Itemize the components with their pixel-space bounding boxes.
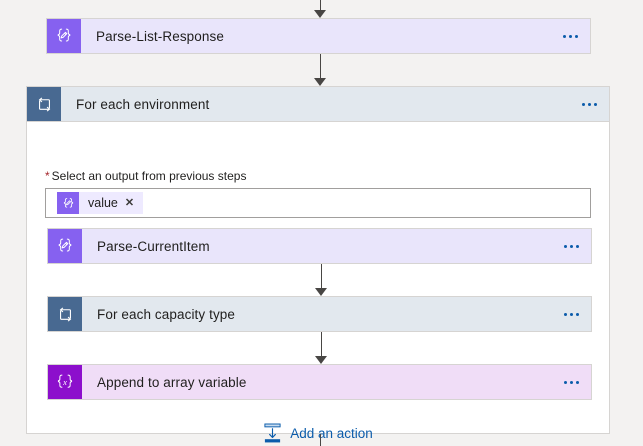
action-card-for-each-environment[interactable]: For each environment — [26, 86, 610, 122]
foreach-environment-body: *Select an output from previous steps va… — [27, 123, 609, 443]
ellipsis-dot — [569, 380, 573, 384]
ellipsis-dot — [568, 34, 572, 38]
connector-arrow-to-foreach-capacity — [314, 264, 328, 296]
ellipsis-dot — [569, 244, 573, 248]
foreach-loop-icon — [27, 87, 61, 121]
ellipsis-dot — [581, 102, 585, 106]
token-label: value — [88, 196, 118, 210]
select-output-label: *Select an output from previous steps — [45, 169, 591, 184]
more-commands-button[interactable] — [569, 87, 609, 121]
ellipsis-dot — [575, 380, 579, 384]
ellipsis-dot — [563, 244, 567, 248]
ellipsis-dot — [562, 34, 566, 38]
ellipsis-dot — [575, 312, 579, 316]
connector-stem — [320, 332, 322, 357]
connector-arrow-top — [313, 0, 327, 18]
action-card-title: Parse-CurrentItem — [97, 238, 210, 254]
more-commands-button[interactable] — [551, 297, 591, 331]
connector-arrowhead — [315, 288, 327, 296]
ellipsis-dot — [569, 312, 573, 316]
parse-json-icon — [47, 19, 81, 53]
action-card-for-each-capacity-type[interactable]: For each capacity type — [47, 296, 592, 332]
action-card-title: Parse-List-Response — [96, 28, 224, 44]
add-an-action-button[interactable]: Add an action — [27, 423, 609, 444]
parse-json-icon — [57, 192, 79, 214]
parse-json-icon — [48, 229, 82, 263]
ellipsis-dot — [575, 244, 579, 248]
connector-arrowhead — [315, 356, 327, 364]
connector-arrow-to-append-variable — [314, 332, 328, 364]
action-card-parse-currentitem[interactable]: Parse-CurrentItem — [47, 228, 592, 264]
more-commands-button[interactable] — [551, 365, 591, 399]
variable-icon: x — [48, 365, 82, 399]
add-an-action-label: Add an action — [290, 426, 373, 441]
ellipsis-dot — [587, 102, 591, 106]
action-card-title: For each environment — [76, 96, 210, 112]
token-remove-icon[interactable]: ✕ — [124, 196, 135, 209]
more-commands-button[interactable] — [551, 229, 591, 263]
insert-action-icon — [263, 423, 282, 444]
select-output-label-text: Select an output from previous steps — [51, 169, 247, 183]
required-asterisk: * — [45, 169, 50, 183]
foreach-loop-icon — [48, 297, 82, 331]
connector-stem — [319, 0, 321, 11]
svg-text:x: x — [62, 377, 67, 387]
connector-stem — [320, 264, 322, 289]
ellipsis-dot — [593, 102, 597, 106]
action-card-parse-list-response[interactable]: Parse-List-Response — [46, 18, 591, 54]
connector-arrowhead — [314, 78, 326, 86]
action-card-title: Append to array variable — [97, 374, 247, 390]
dynamic-content-token-value[interactable]: value ✕ — [57, 192, 144, 214]
ellipsis-dot — [563, 312, 567, 316]
connector-arrow-to-foreach-environment — [313, 54, 327, 86]
ellipsis-dot — [574, 34, 578, 38]
action-card-append-to-array-variable[interactable]: x Append to array variable — [47, 364, 592, 400]
ellipsis-dot — [563, 380, 567, 384]
select-output-input[interactable]: value ✕ — [45, 188, 591, 218]
connector-arrowhead — [314, 10, 326, 18]
foreach-environment-scope: For each environment *Select an output f… — [26, 86, 610, 443]
more-commands-button[interactable] — [550, 19, 590, 53]
connector-stem — [319, 54, 321, 79]
action-card-title: For each capacity type — [97, 306, 236, 322]
foreach-environment-header-wrapper: For each environment — [26, 86, 610, 122]
select-output-field-group: *Select an output from previous steps va… — [45, 169, 591, 218]
